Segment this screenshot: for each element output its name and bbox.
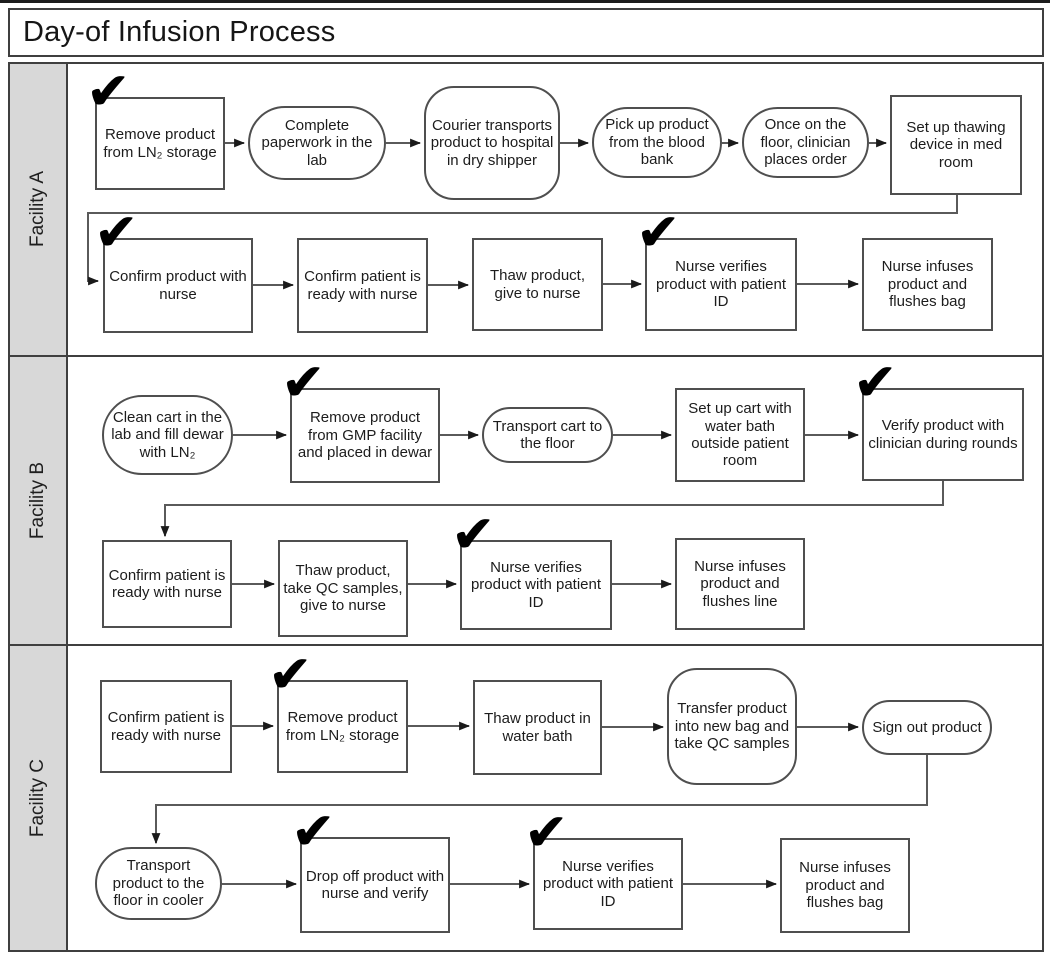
step-label: Courier transports product to hospital i… bbox=[430, 116, 554, 169]
step-label: Remove product from LN₂ storage bbox=[103, 126, 217, 161]
step-a-pick-up-product: Pick up product from the blood bank bbox=[592, 107, 722, 178]
step-c-nurse-infuses-bag: Nurse infuses product and flushes bag bbox=[780, 838, 910, 933]
step-c-thaw-water-bath: Thaw product in water bath bbox=[473, 680, 602, 775]
step-a-confirm-product-nurse: ✔ Confirm product with nurse bbox=[94, 207, 253, 333]
step-c-confirm-patient-ready: Confirm patient is ready with nurse bbox=[100, 680, 232, 773]
step-c-remove-product-ln2: ✔ Remove product from LN₂ storage bbox=[268, 649, 408, 773]
step-b-transport-cart: Transport cart to the floor bbox=[482, 407, 613, 463]
step-b-nurse-infuses-line: Nurse infuses product and flushes line bbox=[675, 538, 805, 630]
step-label: Confirm patient is ready with nurse bbox=[108, 566, 226, 601]
step-label: Nurse verifies product with patient ID bbox=[655, 258, 787, 311]
step-c-nurse-verifies-id: ✔ Nurse verifies product with patient ID bbox=[524, 807, 683, 930]
step-a-complete-paperwork: Complete paperwork in the lab bbox=[248, 106, 386, 180]
step-label: Nurse infuses product and flushes bag bbox=[881, 258, 974, 311]
step-b-confirm-patient-ready: Confirm patient is ready with nurse bbox=[102, 540, 232, 628]
step-label: Drop off product with nurse and verify bbox=[305, 867, 445, 902]
step-c-transport-cooler: Transport product to the floor in cooler bbox=[95, 847, 222, 920]
arrow-wrap bbox=[160, 481, 944, 538]
step-b-verify-product-clinician: ✔ Verify product with clinician during r… bbox=[853, 357, 1024, 481]
step-c-sign-out-product: Sign out product bbox=[862, 700, 992, 755]
step-label: Set up thawing device in med room bbox=[906, 118, 1006, 171]
step-a-remove-product-ln2: ✔ Remove product from LN₂ storage bbox=[86, 66, 225, 190]
lane-facility-c: Facility C bbox=[10, 646, 1042, 950]
step-b-remove-product-gmp: ✔ Remove product from GMP facility and p… bbox=[281, 357, 440, 483]
step-a-setup-thawing-device: Set up thawing device in med room bbox=[890, 95, 1022, 195]
step-label: Complete paperwork in the lab bbox=[261, 116, 373, 169]
step-c-transfer-product-bag: Transfer product into new bag and take Q… bbox=[667, 668, 797, 785]
step-c-drop-off-product: ✔ Drop off product with nurse and verify bbox=[291, 806, 450, 933]
arrow-wrap bbox=[151, 755, 928, 845]
step-a-clinician-places-order: Once on the floor, clinician places orde… bbox=[742, 107, 869, 178]
step-label: Nurse verifies product with patient ID bbox=[470, 558, 602, 611]
step-a-courier-transports: Courier transports product to hospital i… bbox=[424, 86, 560, 200]
step-label: Confirm product with nurse bbox=[109, 268, 247, 303]
step-b-setup-cart-water-bath: Set up cart with water bath outside pati… bbox=[675, 388, 805, 482]
step-b-nurse-verifies-id: ✔ Nurse verifies product with patient ID bbox=[451, 509, 612, 630]
step-b-clean-cart: Clean cart in the lab and fill dewar wit… bbox=[102, 395, 233, 475]
swimlane-frame: Facility A Facility B Facility C bbox=[8, 62, 1044, 952]
diagram-title-bar: Day-of Infusion Process bbox=[8, 8, 1044, 57]
step-a-thaw-give-nurse: Thaw product, give to nurse bbox=[472, 238, 603, 331]
step-label: Remove product from GMP facility and pla… bbox=[297, 409, 433, 462]
lane-facility-b: Facility B bbox=[10, 357, 1042, 646]
step-label: Thaw product, give to nurse bbox=[489, 267, 586, 302]
step-label: Nurse infuses product and flushes bag bbox=[799, 859, 891, 912]
step-a-nurse-infuses-bag: Nurse infuses product and flushes bag bbox=[862, 238, 993, 331]
step-label: Remove product from LN₂ storage bbox=[285, 709, 400, 744]
step-a-confirm-patient-ready: Confirm patient is ready with nurse bbox=[297, 238, 428, 333]
step-label: Thaw product in water bath bbox=[484, 710, 591, 745]
step-b-thaw-qc-samples: Thaw product, take QC samples, give to n… bbox=[278, 540, 408, 637]
step-label: Transfer product into new bag and take Q… bbox=[674, 700, 790, 753]
step-label: Nurse verifies product with patient ID bbox=[542, 857, 674, 910]
step-label: Set up cart with water bath outside pati… bbox=[688, 400, 792, 470]
top-edge-line bbox=[0, 0, 1050, 3]
arrow-wrap bbox=[87, 195, 958, 286]
lane-label-band-facility-b: Facility B bbox=[10, 357, 68, 644]
page-title: Day-of Infusion Process bbox=[23, 16, 336, 48]
step-label: Pick up product from the blood bank bbox=[605, 116, 709, 169]
step-label: Sign out product bbox=[872, 718, 982, 736]
step-label: Nurse infuses product and flushes line bbox=[694, 557, 786, 610]
lane-label-band-facility-a: Facility A bbox=[10, 64, 68, 355]
step-label: Thaw product, take QC samples, give to n… bbox=[283, 562, 403, 615]
step-label: Confirm patient is ready with nurse bbox=[107, 709, 225, 744]
step-label: Transport cart to the floor bbox=[492, 417, 603, 452]
step-label: Verify product with clinician during rou… bbox=[868, 417, 1018, 452]
step-label: Once on the floor, clinician places orde… bbox=[760, 116, 851, 169]
lane-facility-a: Facility A bbox=[10, 64, 1042, 357]
step-label: Transport product to the floor in cooler bbox=[112, 857, 205, 910]
step-label: Clean cart in the lab and fill dewar wit… bbox=[111, 408, 224, 461]
lane-label-band-facility-c: Facility C bbox=[10, 646, 68, 950]
step-label: Confirm patient is ready with nurse bbox=[304, 268, 421, 303]
step-a-nurse-verifies-id: ✔ Nurse verifies product with patient ID bbox=[636, 207, 797, 331]
